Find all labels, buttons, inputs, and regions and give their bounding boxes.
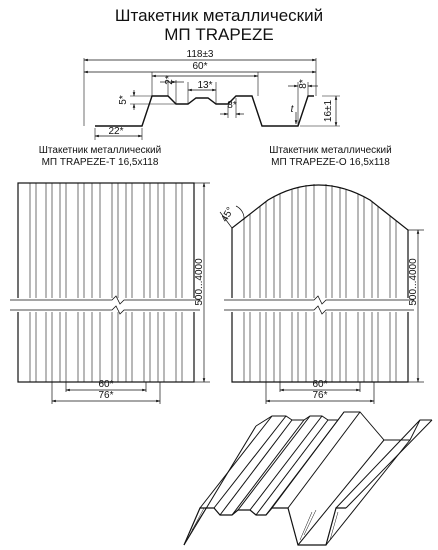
caption-variant-t-line1: Штакетник металлический [38, 145, 162, 156]
panel-variant-t [17, 182, 195, 383]
dim-height-range-t: 500...4000 [194, 258, 205, 306]
profile-dimension-lines [83, 58, 338, 138]
dim-top-flat: 13* [197, 80, 212, 91]
break-gap-left [12, 298, 202, 312]
dim-inner-o: 60* [312, 379, 327, 390]
cross-section-profile [95, 95, 314, 127]
title-line-2: МП TRAPEZE [164, 25, 274, 44]
caption-variant-t: Штакетник металлический МП TRAPEZE-T 16,… [30, 145, 170, 169]
isometric-profile-view [183, 411, 433, 546]
caption-variant-o: Штакетник металлический МП TRAPEZE-O 16,… [258, 145, 403, 169]
caption-variant-t-line2: МП TRAPEZE-T 16,5x118 [41, 157, 159, 168]
dim-thickness: t [291, 104, 295, 115]
dim-pitch: 60* [192, 61, 207, 72]
dim-chamfer-angle: 45° [219, 205, 236, 224]
dim-slope: 2* [164, 75, 175, 85]
dim-overall-width: 118±3 [187, 49, 214, 60]
dim-bottom-mid: 8* [227, 100, 237, 111]
dim-rib-height: 5* [118, 95, 129, 105]
break-gap-right [226, 298, 416, 312]
dim-height: 16±1 [323, 99, 334, 122]
title-line-1: Штакетник металлический [114, 6, 324, 25]
dim-height-range-o: 500...4000 [408, 258, 419, 306]
dim-inner-t: 60* [98, 379, 113, 390]
break-line-left [10, 295, 200, 315]
dim-top-right: 8* [298, 79, 309, 89]
caption-variant-o-line2: МП TRAPEZE-O 16,5x118 [271, 157, 390, 168]
break-line-right [224, 295, 414, 315]
panel-variant-o [231, 184, 409, 383]
dim-outer-o: 76* [312, 390, 327, 401]
caption-variant-o-line1: Штакетник металлический [269, 145, 392, 156]
dim-outer-t: 76* [98, 390, 113, 401]
dim-flange: 22* [108, 126, 123, 137]
